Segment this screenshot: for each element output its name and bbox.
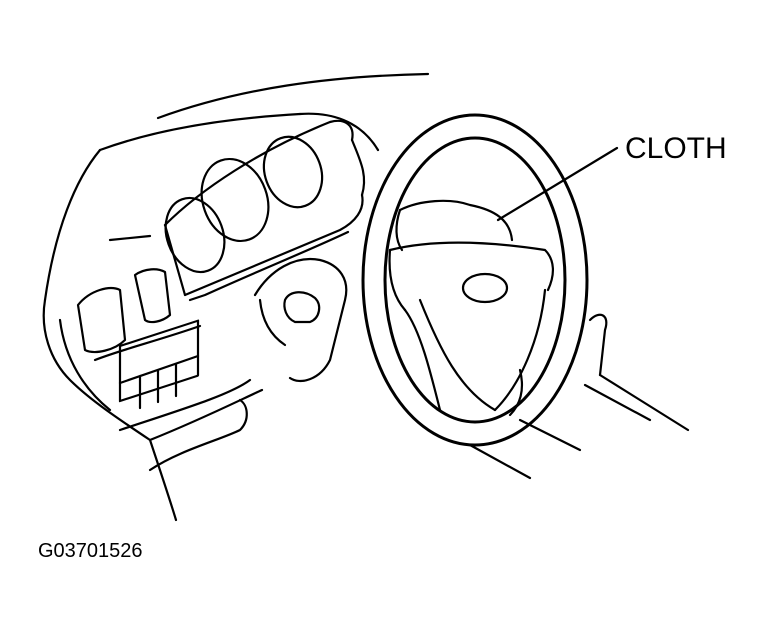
dashboard-outline <box>42 112 380 522</box>
callout-label-cloth: CLOTH <box>625 132 727 165</box>
column-shroud <box>468 313 690 480</box>
windshield-lines <box>98 72 430 152</box>
dash-vents <box>76 268 200 410</box>
instrument-cluster <box>163 119 366 302</box>
callout-leader-line <box>496 146 619 222</box>
figure-code: G03701526 <box>38 540 143 562</box>
steering-wheel <box>361 113 589 447</box>
cloth-wrapped-column <box>253 199 514 383</box>
